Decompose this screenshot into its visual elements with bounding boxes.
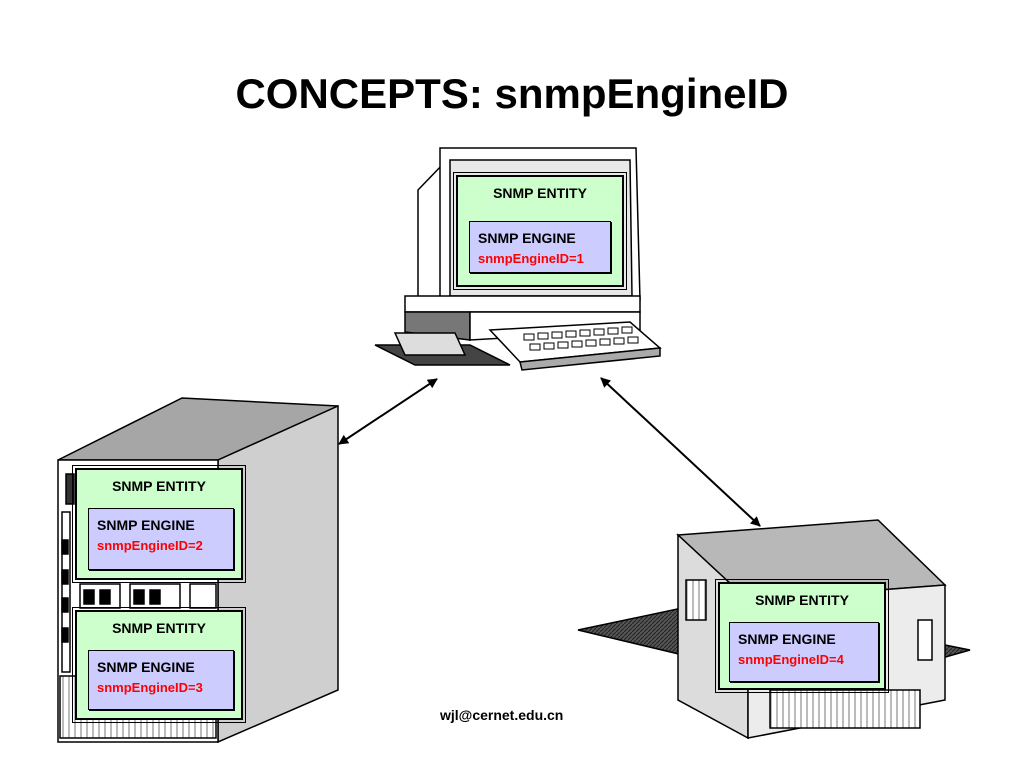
snmp-entity-2: SNMP ENTITY SNMP ENGINE snmpEngineID=2: [72, 465, 246, 583]
slide-title: CONCEPTS: snmpEngineID: [235, 70, 789, 117]
engine-label: SNMP ENGINE: [738, 631, 836, 647]
engine-id: snmpEngineID=2: [97, 538, 203, 553]
link-arrow-engine1-engine4: [600, 377, 761, 527]
entity-title: SNMP ENTITY: [112, 478, 206, 494]
footer-email: wjl@cernet.edu.cn: [440, 707, 564, 723]
engine-id: snmpEngineID=4: [738, 652, 844, 667]
snmp-engine-2: SNMP ENGINE snmpEngineID=2: [88, 508, 234, 570]
snmp-engine-3: SNMP ENGINE snmpEngineID=3: [88, 650, 234, 710]
engine-label: SNMP ENGINE: [478, 230, 576, 246]
snmp-entity-4: SNMP ENTITY SNMP ENGINE snmpEngineID=4: [715, 579, 889, 693]
snmp-entity-3: SNMP ENTITY SNMP ENGINE snmpEngineID=3: [72, 607, 246, 723]
link-arrow-engine1-engine2: [338, 378, 438, 445]
entity-title: SNMP ENTITY: [493, 185, 587, 201]
snmp-engine-4: SNMP ENGINE snmpEngineID=4: [729, 622, 879, 682]
engine-label: SNMP ENGINE: [97, 517, 195, 533]
snmp-entity-1: SNMP ENTITY SNMP ENGINE snmpEngineID=1: [453, 172, 627, 290]
entity-title: SNMP ENTITY: [112, 620, 206, 636]
entity-title: SNMP ENTITY: [755, 592, 849, 608]
engine-id: snmpEngineID=3: [97, 680, 203, 695]
snmp-engine-1: SNMP ENGINE snmpEngineID=1: [469, 221, 611, 273]
engine-id: snmpEngineID=1: [478, 251, 584, 266]
engine-label: SNMP ENGINE: [97, 659, 195, 675]
